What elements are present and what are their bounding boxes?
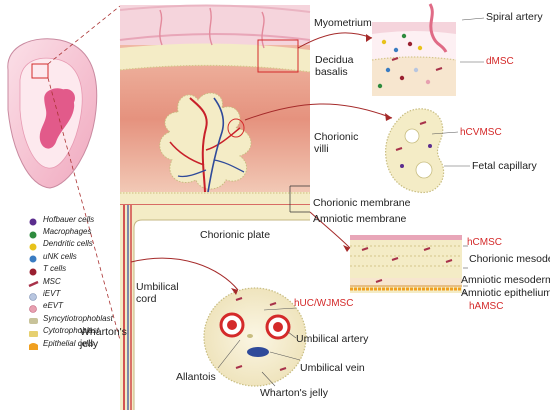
label-amniotic-mesoderm: Amniotic mesoderm [461, 274, 550, 286]
label-myometrium: Myometrium [314, 17, 372, 29]
epithelial-cell-icon [28, 338, 40, 351]
legend-label: Epithelial cells [43, 338, 94, 348]
label-umbilical-artery: Umbilical artery [296, 333, 369, 345]
legend-item: uNK cells [28, 250, 138, 263]
t-cell-icon [28, 264, 40, 276]
membrane-inset [350, 235, 462, 293]
label-amniotic-membrane: Amniotic membrane [313, 213, 407, 225]
label-whartons-jelly-left: Wharton's jelly [80, 326, 127, 350]
label-dmsc: dMSC [486, 56, 514, 67]
legend-item: MSC [28, 275, 138, 288]
villus-inset [385, 108, 445, 194]
legend-item: iEVT [28, 287, 138, 301]
legend-label: Syncytiotrophoblast [43, 313, 113, 323]
label-chorionic-membrane: Chorionic membrane [313, 197, 411, 209]
label-decidua-basalis: Decidua basalis [315, 54, 354, 78]
macrophage-icon [28, 227, 40, 239]
eevt-icon [28, 301, 40, 313]
unk-cell-icon [28, 251, 40, 263]
leader-lines [217, 17, 485, 387]
legend: Hofbauer cells Macrophages Dendritic cel… [28, 213, 138, 351]
msc-icon [28, 276, 40, 288]
decidua-callout-box [257, 39, 299, 73]
cytotrophoblast-icon [28, 326, 40, 337]
label-umbilical-cord: Umbilical cord [136, 281, 179, 305]
label-chorionic-villi: Chorionic villi [314, 131, 359, 155]
label-chorionic-plate: Chorionic plate [200, 229, 271, 241]
label-umbilical-vein: Umbilical vein [300, 362, 365, 374]
villus-callout-circle [227, 118, 245, 138]
label-chorionic-mesoderm: Chorionic mesoderm [469, 253, 550, 265]
cord-inset [203, 287, 307, 387]
legend-item: eEVT [28, 300, 138, 313]
label-amniotic-epithelium: Amniotic epithelium [461, 287, 550, 299]
label-fetal-capillary: Fetal capillary [472, 160, 537, 172]
legend-label: T cells [43, 264, 67, 274]
legend-label: eEVT [43, 301, 64, 311]
label-whartons-jelly-bottom: Wharton's jelly [260, 387, 328, 399]
label-allantois: Allantois [176, 371, 216, 383]
legend-item: Syncytiotrophoblast [28, 312, 138, 325]
decidua-inset [371, 3, 457, 96]
legend-label: Macrophages [43, 227, 92, 237]
legend-label: iEVT [43, 289, 61, 299]
legend-label: MSC [43, 276, 61, 286]
legend-label: Dendritic cells [43, 239, 93, 249]
placenta-section [119, 4, 311, 410]
arrowheads [231, 34, 392, 295]
connector-arrows [130, 32, 393, 291]
label-spiral-artery: Spiral artery [486, 11, 543, 23]
zoom-line-top [47, 5, 121, 65]
legend-item: Hofbauer cells [28, 213, 138, 226]
dendritic-cell-icon [28, 239, 40, 251]
legend-item: Macrophages [28, 225, 138, 239]
hofbauer-cell-icon [28, 214, 40, 226]
legend-item: Epithelial cells [28, 337, 138, 351]
uterus-thumbnail [7, 38, 98, 189]
label-hcvmsc: hCVMSC [460, 127, 502, 138]
label-hamsc: hAMSC [469, 301, 504, 312]
ievt-icon [28, 289, 40, 301]
zoom-line-bottom [47, 77, 121, 341]
legend-item: T cells [28, 263, 138, 276]
legend-item: Cytotrophoblast [28, 325, 138, 337]
legend-label: uNK cells [43, 251, 77, 261]
legend-label: Hofbauer cells [43, 214, 95, 224]
legend-item: Dendritic cells [28, 238, 138, 251]
label-hcmsc: hCMSC [467, 237, 503, 248]
syncytiotrophoblast-icon [28, 313, 40, 325]
label-huc-wjmsc: hUC/WJMSC [294, 298, 354, 309]
legend-label: Cytotrophoblast [43, 326, 100, 336]
